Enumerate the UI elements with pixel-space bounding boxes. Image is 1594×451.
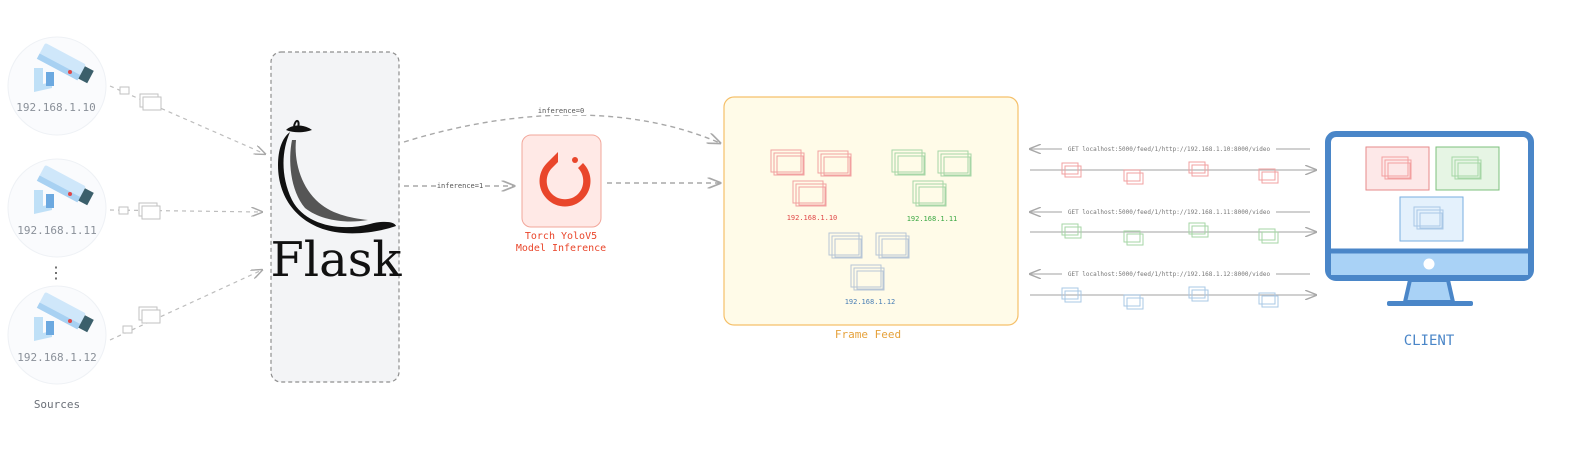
security-camera-icon bbox=[34, 43, 94, 92]
camera-source-3: 192.168.1.12 bbox=[7, 285, 107, 385]
request-label: GET localhost:5000/feed/1/http://192.168… bbox=[1068, 209, 1271, 216]
security-camera-icon bbox=[34, 292, 94, 341]
frame-group-1 bbox=[770, 149, 852, 207]
edge-label: inference=1 bbox=[437, 182, 483, 190]
camera-source-1: 192.168.1.10 bbox=[7, 36, 107, 136]
request-label: GET localhost:5000/feed/1/http://192.168… bbox=[1068, 271, 1271, 278]
client-panel-1 bbox=[1365, 146, 1430, 191]
edge-inference-0: inference=0 bbox=[403, 105, 720, 143]
camera-ip-label: 192.168.1.12 bbox=[17, 351, 96, 364]
frame-group-2 bbox=[891, 149, 972, 207]
frame-group-ip: 192.168.1.11 bbox=[907, 215, 958, 223]
camera-ip-label: 192.168.1.10 bbox=[16, 101, 95, 114]
pytorch-icon bbox=[539, 152, 591, 207]
camera-source-2: 192.168.1.11 bbox=[7, 158, 107, 258]
edge-label: inference=0 bbox=[538, 107, 584, 115]
frame-packet-icon bbox=[118, 86, 162, 334]
frame-feed: 192.168.1.10 192.168.1.11 192.168.1.12 F… bbox=[723, 96, 1019, 341]
sources-label: Sources bbox=[34, 398, 80, 411]
client-panel-3 bbox=[1399, 196, 1464, 242]
camera-ip-label: 192.168.1.11 bbox=[17, 224, 96, 237]
flask-server: Flask bbox=[270, 51, 403, 383]
request-stream-2: GET localhost:5000/feed/1/http://192.168… bbox=[1030, 207, 1316, 246]
frame-group-ip: 192.168.1.10 bbox=[787, 214, 838, 222]
frame-group-3 bbox=[828, 232, 910, 291]
client-monitor: CLIENT bbox=[1325, 131, 1534, 349]
source-edges bbox=[109, 85, 265, 341]
request-label: GET localhost:5000/feed/1/http://192.168… bbox=[1068, 146, 1271, 153]
model-title: Torch YoloV5 bbox=[525, 231, 597, 242]
request-stream-1: GET localhost:5000/feed/1/http://192.168… bbox=[1030, 144, 1316, 185]
client-label: CLIENT bbox=[1404, 333, 1455, 349]
security-camera-icon bbox=[34, 165, 94, 214]
model-inference-node: Torch YoloV5 Model Inference bbox=[516, 134, 606, 254]
flask-horn-icon bbox=[278, 120, 396, 234]
client-panel-2 bbox=[1435, 146, 1500, 191]
edge-inference-1: inference=1 bbox=[404, 181, 514, 191]
request-stream-3: GET localhost:5000/feed/1/http://192.168… bbox=[1030, 269, 1316, 310]
frame-feed-label: Frame Feed bbox=[835, 328, 901, 341]
ellipsis: ⋮ bbox=[48, 263, 64, 282]
flask-logo-text: Flask bbox=[271, 232, 403, 288]
frame-group-ip: 192.168.1.12 bbox=[845, 298, 896, 306]
model-subtitle: Model Inference bbox=[516, 243, 606, 254]
